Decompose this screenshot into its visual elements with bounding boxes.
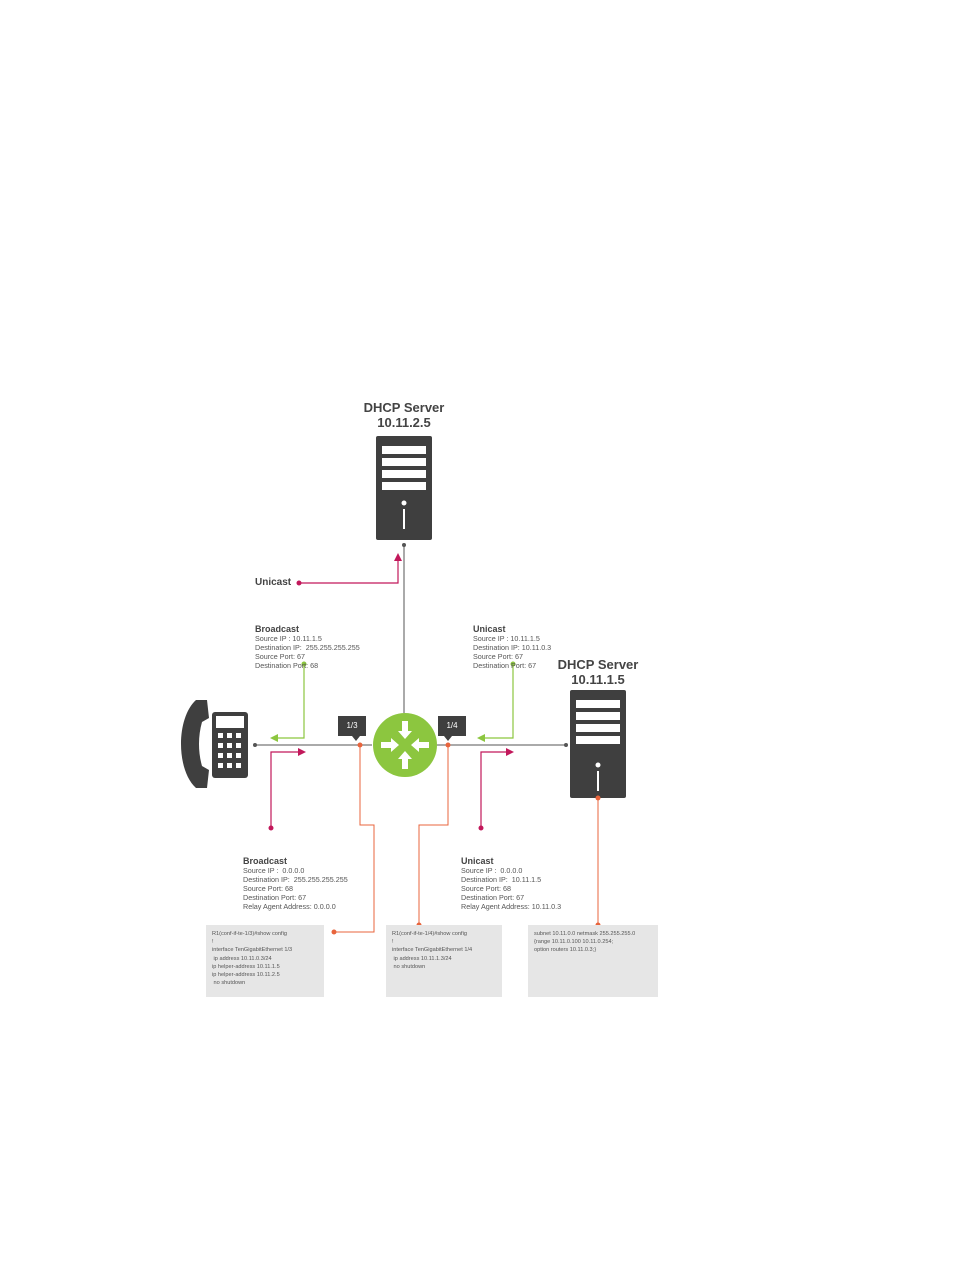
config-box-right: subnet 10.11.0.0 netmask 255.255.255.0 {… bbox=[528, 925, 658, 997]
server-right-icon bbox=[570, 690, 626, 798]
block-line: Destination Port: 67 bbox=[461, 893, 525, 902]
block-line: Destination IP: 255.255.255.255 bbox=[255, 643, 360, 652]
block-line: Source IP : 0.0.0.0 bbox=[461, 866, 523, 875]
block-line: Destination Port: 68 bbox=[255, 661, 319, 670]
block-line: Source Port: 68 bbox=[243, 884, 293, 893]
block-line: Source IP : 0.0.0.0 bbox=[243, 866, 305, 875]
block-line: Destination IP: 10.11.0.3 bbox=[473, 643, 552, 652]
config-line: R1(conf-if-te-1/4)#show config bbox=[392, 931, 467, 937]
config-line: ! bbox=[392, 939, 394, 946]
block-line: Relay Agent Address: 10.11.0.3 bbox=[461, 902, 562, 911]
config-line: subnet 10.11.0.0 netmask 255.255.255.0 bbox=[534, 931, 636, 937]
config-line: ! bbox=[212, 939, 214, 946]
config-line: interface TenGigabitEthernet 1/4 bbox=[392, 947, 473, 954]
block-line: Source Port: 68 bbox=[461, 884, 511, 893]
block-line: Relay Agent Address: 0.0.0.0 bbox=[243, 902, 336, 911]
config-line: interface TenGigabitEthernet 1/3 bbox=[212, 947, 293, 954]
request-arrow-to-top-server bbox=[299, 560, 399, 584]
block-heading: Broadcast bbox=[243, 856, 288, 866]
block-line: Source IP : 10.11.1.5 bbox=[473, 634, 540, 643]
server-right-title: DHCP Server 10.11.1.5 bbox=[538, 657, 658, 687]
server-top-title: DHCP Server 10.11.2.5 bbox=[344, 400, 464, 430]
block-heading: Unicast bbox=[473, 624, 506, 634]
config-box-left: R1(conf-if-te-1/3)#show config ! interfa… bbox=[206, 925, 324, 997]
config-line: R1(conf-if-te-1/3)#show config bbox=[212, 931, 287, 937]
server-top-ip: 10.11.2.5 bbox=[377, 415, 431, 430]
block-line: Source Port: 67 bbox=[255, 652, 305, 661]
config-line: no shutdown bbox=[212, 980, 246, 987]
config-box-middle: R1(conf-if-te-1/4)#show config ! interfa… bbox=[386, 925, 502, 997]
router-icon bbox=[373, 713, 437, 777]
phone-icon bbox=[181, 700, 248, 788]
config-line: ip address 10.11.1.3/24 bbox=[392, 955, 452, 962]
config-line: option routers 10.11.0.3;} bbox=[534, 947, 597, 954]
port-label-left: 1/3 bbox=[338, 716, 366, 736]
block-line: Destination IP: 10.11.1.5 bbox=[461, 875, 542, 884]
block-line: Destination IP: 255.255.255.255 bbox=[243, 875, 348, 884]
config-line: {range 10.11.0.100 10.11.0.254; bbox=[534, 939, 614, 946]
config-line: no shutdown bbox=[392, 963, 426, 970]
block-line: Destination Port: 67 bbox=[243, 893, 307, 902]
server-right-name: DHCP Server bbox=[557, 657, 639, 672]
server-top-name: DHCP Server bbox=[363, 400, 445, 415]
unicast-label: Unicast bbox=[255, 577, 292, 588]
config-line: ip helper-address 10.11.1.5 bbox=[212, 963, 280, 970]
block-heading: Broadcast bbox=[255, 624, 300, 634]
block-heading: Unicast bbox=[461, 856, 494, 866]
server-top-icon bbox=[376, 436, 432, 540]
server-right-ip: 10.11.1.5 bbox=[571, 672, 625, 687]
config-line: ip address 10.11.0.3/24 bbox=[212, 955, 272, 962]
block-line: Destination Port: 67 bbox=[473, 661, 537, 670]
port-label-right: 1/4 bbox=[438, 716, 466, 736]
block-line: Source IP : 10.11.1.5 bbox=[255, 634, 322, 643]
block-line: Source Port: 67 bbox=[473, 652, 523, 661]
config-line: ip helper-address 10.11.2.5 bbox=[212, 972, 280, 979]
